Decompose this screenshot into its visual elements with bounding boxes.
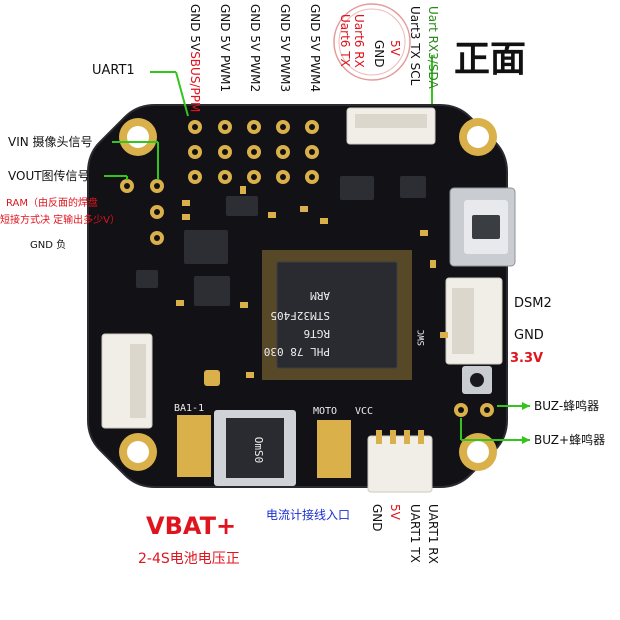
bottom-label-5v: 5V [388,504,402,520]
moto-silk: MOTO [313,406,337,417]
boot-button [462,366,492,394]
left-video-pins [120,179,164,245]
vbat-pad [177,415,211,477]
top-label-pwm1: GND 5V PWM1 [218,4,232,93]
dsm2-label: DSM2 [514,296,552,311]
col1-black-text: GND 5V [188,4,202,52]
top-label-pwm4: GND 5V PWM4 [308,4,322,93]
gnd-neg-label: GND 负 [30,240,67,251]
buz-pos-label: BUZ+蜂鸣器 [534,433,606,447]
vout-label: VOUT图传信号 [8,169,90,183]
top-connector [346,107,436,145]
swc-silk: SWC [417,330,427,346]
bottom-label-uart1-rx: UART1 RX [426,504,440,564]
chip-label-1: ARM [310,289,330,302]
top-label-uart6-tx: Uart6 TX [338,14,352,67]
chip-label-4: PHL 78 030 [264,345,330,358]
dsm2-connector [445,277,503,365]
top-label-col1: GND 5VSBUS/PPM [188,4,202,113]
inductor-label: OmS0 [252,437,265,464]
vin-label: VIN 摄像头信号 [8,135,93,149]
bottom-connector [367,430,433,493]
bottom-label-uart1-tx: UART1 TX [408,504,422,563]
v33-label: 3.3V [510,351,544,366]
ram-label-line1: RAM（由反面的焊盘 [6,198,99,209]
vbat-label: VBAT+ [146,512,237,540]
buzzer-pads [454,403,494,417]
usb-port [449,187,516,267]
left-connector [101,333,153,429]
mounting-holes [119,118,497,471]
ram-label-line2: 短接方式决 定输出多少V） [0,215,121,226]
smd-pads [176,186,448,378]
vcc-silk: VCC [355,406,373,417]
bottom-label-gnd: GND [370,504,384,532]
top-label-gnd: GND [372,40,386,68]
current-label: 电流计接线入口 [266,508,351,522]
top-label-uart3-tx: Uart3 TX SCL [408,6,422,86]
top-label-uart6-rx: Uart6 RX [352,14,366,68]
ba-silk: BA1-1 [174,403,204,414]
chip-label-3: RGT6 [304,327,331,340]
chip-label-2: STM32F405 [270,309,330,322]
top-label-uart3-rx: Uart RX3/SDA [426,6,440,89]
uart1-label: UART1 [92,63,135,78]
gnd-label: GND [514,328,544,343]
current-pad [317,420,351,478]
stamp-inner-ring [338,8,406,76]
top-label-pwm3: GND 5V PWM3 [278,4,292,93]
top-label-5v: 5V [388,40,402,56]
vbat-sub-label: 2-4S电池电压正 [138,551,240,567]
page-title: 正面 [454,39,527,80]
col1-red-text: SBUS/PPM [188,51,202,113]
mcu-chip: ARM STM32F405 RGT6 PHL 78 030 [262,250,412,380]
stamp-watermark [333,3,411,81]
buz-neg-label: BUZ-蜂鸣器 [534,399,600,413]
top-label-pwm2: GND 5V PWM2 [248,4,262,93]
inductor: OmS0 [214,410,296,486]
small-components [136,176,426,386]
